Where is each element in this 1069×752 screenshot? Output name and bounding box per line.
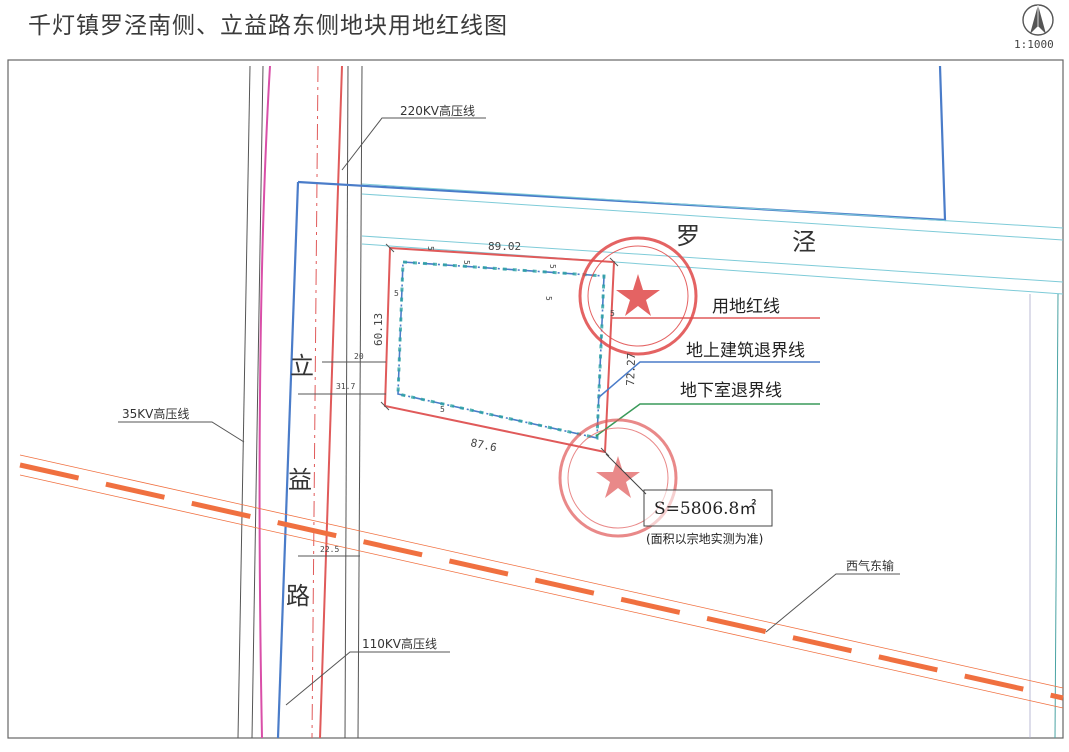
east-parcel-line bbox=[1054, 293, 1059, 739]
area-box bbox=[643, 489, 773, 527]
area-note: (面积以宗地实测为准) bbox=[646, 531, 763, 546]
above-ground-setback-line bbox=[397, 261, 605, 439]
road-name-li: 立 bbox=[290, 352, 314, 380]
dim-offset-20: 20 bbox=[354, 352, 364, 361]
blue-boundary bbox=[297, 65, 947, 222]
setback-top-1: 5 bbox=[426, 246, 435, 251]
legend-red-line: 用地红线 bbox=[712, 297, 780, 317]
hv110-line bbox=[276, 181, 300, 739]
label-gas: 西气东输 bbox=[846, 558, 894, 573]
dim-left: 60.13 bbox=[372, 313, 385, 346]
area-value: S=5806.8㎡ bbox=[654, 499, 756, 519]
label-hv35: 35KV高压线 bbox=[122, 406, 189, 421]
dim-offset-31: 31.7 bbox=[336, 382, 355, 391]
label-hv110: 110KV高压线 bbox=[362, 636, 437, 651]
road-name-yi: 益 bbox=[288, 466, 312, 494]
hv220-line bbox=[319, 65, 343, 739]
river-name-jing: 泾 bbox=[792, 228, 816, 256]
dim-bottom: 87.6 bbox=[469, 436, 498, 454]
setback-top-2: 5 bbox=[462, 260, 471, 265]
setback-bottom: 5 bbox=[440, 405, 445, 414]
river-name-luo: 罗 bbox=[676, 222, 700, 250]
dimension-ticks bbox=[298, 243, 619, 557]
official-seal-upper bbox=[578, 236, 698, 356]
map-frame bbox=[7, 59, 1064, 739]
setback-top-4: 5 bbox=[544, 296, 553, 301]
setback-right: 5 bbox=[610, 309, 615, 318]
basement-setback-line bbox=[396, 260, 606, 440]
road-name-lu: 路 bbox=[286, 582, 310, 610]
setback-left: 5 bbox=[394, 289, 399, 298]
luojing-river-lines bbox=[361, 183, 1064, 295]
label-hv220: 220KV高压线 bbox=[400, 103, 475, 118]
leader-lines bbox=[118, 117, 900, 706]
setback-top-3: 5 bbox=[548, 264, 557, 269]
dim-top: 89.02 bbox=[488, 240, 521, 253]
liyi-road-lines bbox=[237, 65, 363, 739]
gas-pipeline bbox=[19, 454, 1064, 709]
legend-basement: 地下室退界线 bbox=[680, 381, 782, 401]
official-seal-lower bbox=[558, 418, 678, 538]
legend-above-ground: 地上建筑退界线 bbox=[686, 341, 805, 361]
land-red-line bbox=[383, 246, 616, 454]
liyi-centerline bbox=[311, 65, 319, 739]
dim-right: 72.27 bbox=[624, 353, 638, 387]
area-leader bbox=[605, 453, 647, 495]
dim-offset-22: 22.5 bbox=[320, 545, 339, 554]
scale-label: 1:1000 bbox=[1014, 38, 1054, 51]
north-arrow-icon bbox=[1022, 4, 1054, 36]
hv35-line bbox=[258, 65, 271, 739]
drawing-title: 千灯镇罗泾南侧、立益路东侧地块用地红线图 bbox=[28, 13, 508, 39]
